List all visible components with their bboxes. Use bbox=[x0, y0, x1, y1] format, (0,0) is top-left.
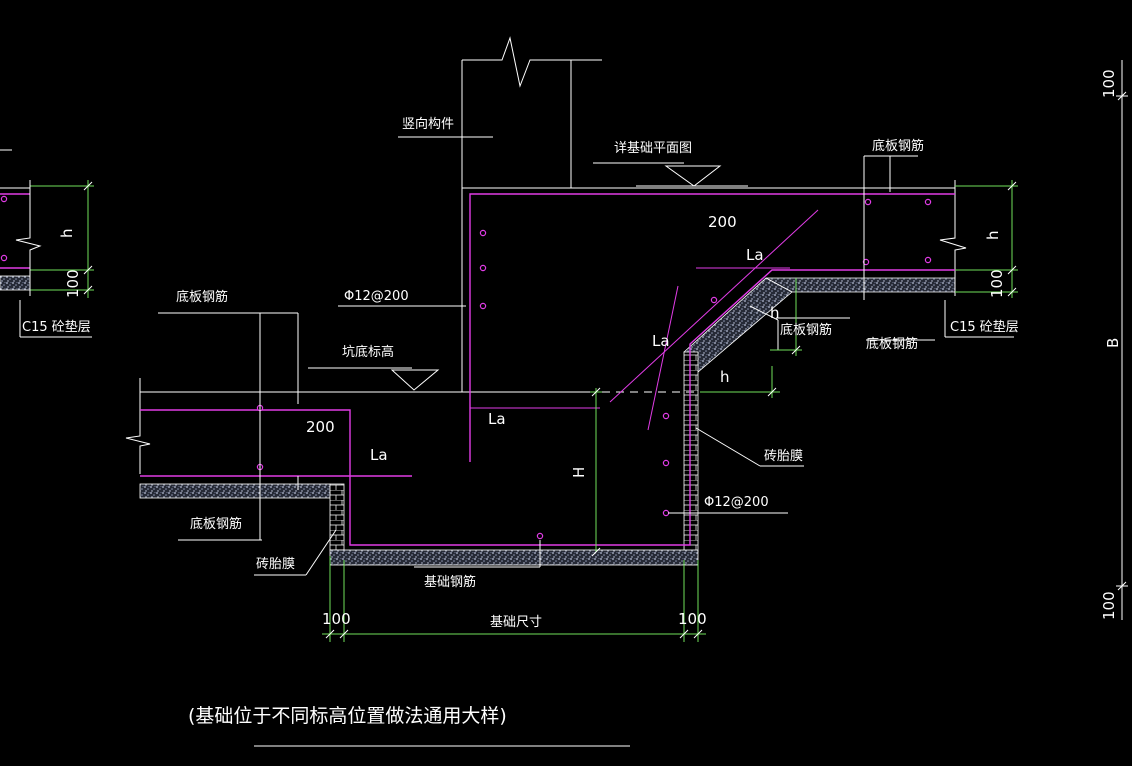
brick-mold-right-wall bbox=[683, 351, 699, 553]
label-dim-200-left: 200 bbox=[306, 418, 335, 436]
drawing-caption: (基础位于不同标高位置做法通用大样) bbox=[188, 705, 507, 727]
label-la-left: La bbox=[370, 446, 388, 464]
label-dim-100-left-edge: 100 bbox=[64, 269, 82, 298]
left-partial-detail bbox=[0, 149, 42, 296]
label-foundation-rebar: 基础钢筋 bbox=[424, 574, 476, 590]
label-la-center: La bbox=[488, 410, 506, 428]
side-dimension bbox=[1116, 60, 1128, 620]
slope-cushion bbox=[683, 277, 793, 373]
label-h-right-slab: h bbox=[984, 230, 1002, 240]
elevation-marker-pit bbox=[390, 369, 440, 391]
label-h-step: h bbox=[720, 368, 730, 386]
label-phi-top: Φ12@200 bbox=[344, 289, 409, 304]
label-h-left: h bbox=[58, 228, 76, 238]
label-vertical-member: 竖向构件 bbox=[402, 116, 454, 132]
label-pit-bottom-elev: 坑底标高 bbox=[342, 344, 394, 360]
label-bottom-rebar-slope-b: 底板钢筋 bbox=[866, 336, 918, 352]
brick-mold-left-wall bbox=[329, 483, 345, 551]
label-side-100-bottom: 100 bbox=[1100, 591, 1118, 620]
label-see-foundation-plan: 详基础平面图 bbox=[614, 141, 692, 156]
label-h-right-small: h bbox=[770, 304, 780, 322]
label-brick-mold-left: 砖胎膜 bbox=[256, 557, 295, 572]
label-side-B: B bbox=[1104, 338, 1122, 348]
pit-bottom-cushion bbox=[329, 549, 699, 566]
label-foundation-size: 基础尺寸 bbox=[490, 615, 542, 630]
label-dim-100-right-top: 100 bbox=[988, 269, 1006, 298]
lower-left-slab bbox=[125, 378, 600, 499]
label-c15-right: C15 砼垫层 bbox=[950, 319, 1019, 335]
label-dim-100-right: 100 bbox=[678, 610, 707, 628]
label-dim-200-top: 200 bbox=[708, 213, 737, 231]
elevation-marker-top bbox=[664, 165, 722, 187]
label-dim-100-left: 100 bbox=[322, 610, 351, 628]
label-bottom-rebar-slope-a: 底板钢筋 bbox=[780, 322, 832, 338]
label-bottom-rebar-top-right: 底板钢筋 bbox=[872, 138, 924, 154]
dimension-lines bbox=[30, 180, 1018, 642]
left-partial-cushion bbox=[0, 275, 31, 291]
label-c15-left: C15 砼垫层 bbox=[22, 319, 91, 335]
left-slab-cushion bbox=[139, 483, 331, 499]
label-phi-bottom: Φ12@200 bbox=[704, 495, 769, 510]
upper-slab bbox=[462, 180, 967, 296]
leader-lines bbox=[19, 155, 1014, 576]
label-la-mid: La bbox=[652, 332, 670, 350]
vertical-member bbox=[398, 36, 602, 392]
label-bottom-rebar-left-upper: 底板钢筋 bbox=[176, 289, 228, 305]
rebar-cross-sections bbox=[0, 195, 932, 540]
label-H: H bbox=[570, 467, 588, 478]
rebar-lines bbox=[140, 193, 955, 546]
label-la-upper: La bbox=[746, 246, 764, 264]
label-bottom-rebar-left-lower: 底板钢筋 bbox=[190, 516, 242, 532]
label-brick-mold-right: 砖胎膜 bbox=[764, 449, 803, 464]
label-side-100-top: 100 bbox=[1100, 69, 1118, 98]
upper-slab-cushion bbox=[765, 277, 956, 293]
